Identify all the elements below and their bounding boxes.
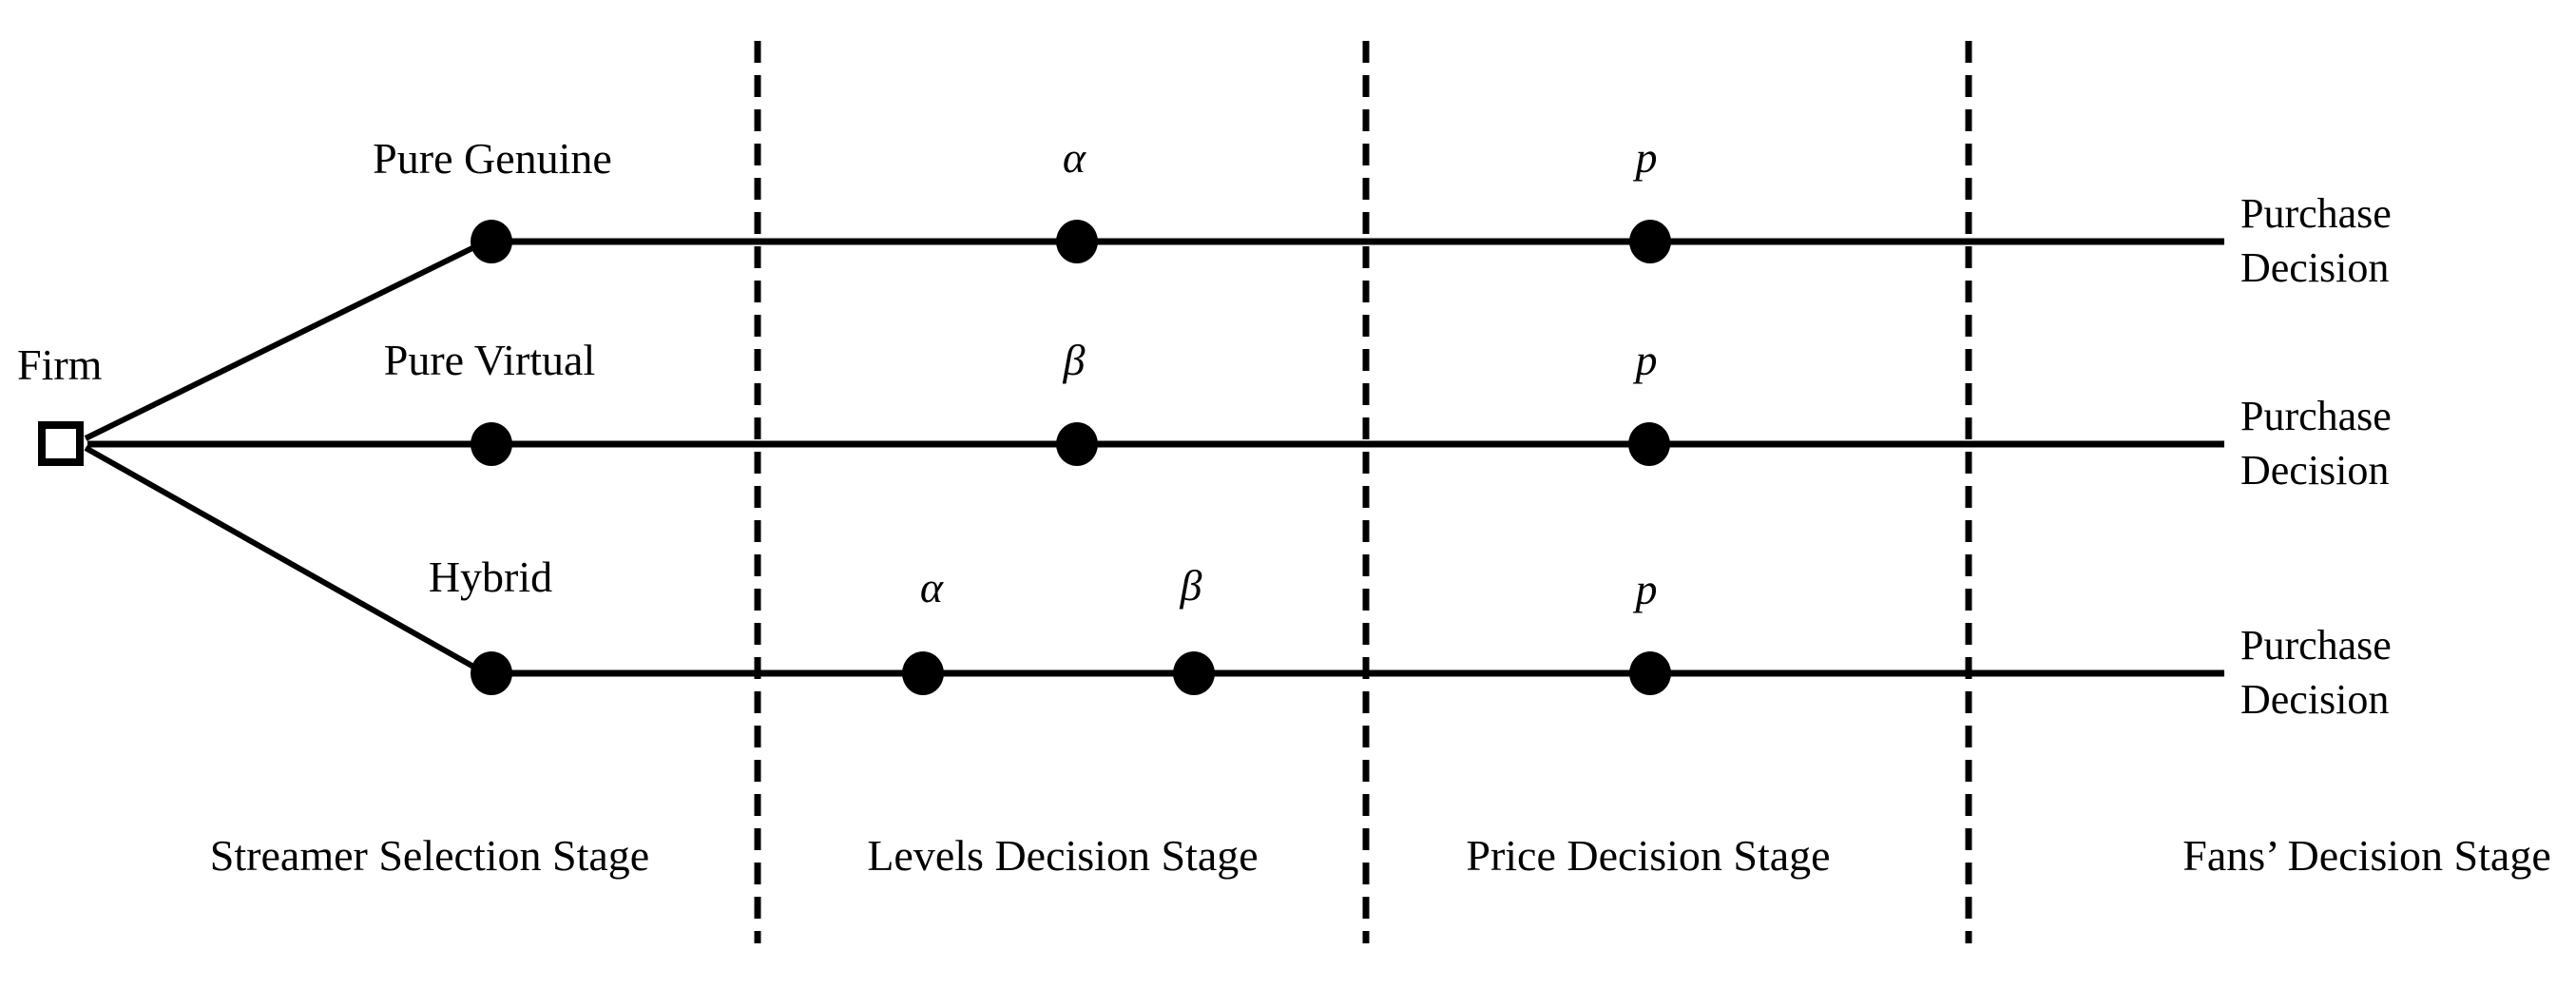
price-label-hybrid: p bbox=[1633, 565, 1658, 613]
edge-firm-to-pure-genuine bbox=[84, 241, 484, 441]
price-label-pure-virtual: p bbox=[1633, 336, 1658, 384]
branch-label-pure-genuine: Pure Genuine bbox=[373, 134, 612, 183]
level-node-pure-genuine-alpha bbox=[1056, 220, 1098, 263]
edge-firm-to-hybrid bbox=[84, 445, 484, 674]
firm-label: Firm bbox=[17, 340, 103, 389]
outcome-pure-virtual-line2: Decision bbox=[2240, 447, 2389, 494]
price-label-pure-genuine: p bbox=[1633, 133, 1658, 182]
level-label-pure-virtual-beta: β bbox=[1063, 336, 1086, 384]
stage-caption-levels-decision: Levels Decision Stage bbox=[867, 831, 1258, 880]
selection-node-pure-genuine bbox=[471, 220, 512, 263]
selection-node-hybrid bbox=[471, 651, 512, 695]
outcome-pure-genuine-line1: Purchase bbox=[2240, 190, 2392, 237]
stage-caption-streamer-selection: Streamer Selection Stage bbox=[210, 831, 649, 880]
branch-label-hybrid: Hybrid bbox=[429, 553, 552, 601]
outcome-pure-virtual-line1: Purchase bbox=[2240, 393, 2392, 439]
level-label-hybrid-alpha: α bbox=[920, 563, 944, 611]
level-node-hybrid-beta bbox=[1173, 651, 1215, 695]
stage-caption-price-decision: Price Decision Stage bbox=[1466, 831, 1830, 880]
selection-node-pure-virtual bbox=[471, 422, 512, 466]
firm-root-node bbox=[38, 421, 84, 466]
level-label-pure-genuine-alpha: α bbox=[1063, 133, 1086, 182]
branch-label-pure-virtual: Pure Virtual bbox=[384, 336, 596, 384]
outcome-hybrid-line2: Decision bbox=[2240, 676, 2389, 723]
outcome-pure-genuine-line2: Decision bbox=[2240, 244, 2389, 291]
price-node-pure-genuine bbox=[1629, 220, 1671, 263]
price-node-pure-virtual bbox=[1628, 422, 1670, 466]
stage-caption-fans-decision: Fans’ Decision Stage bbox=[2182, 831, 2551, 880]
price-node-hybrid bbox=[1629, 651, 1671, 695]
outcome-hybrid-line1: Purchase bbox=[2240, 622, 2392, 669]
level-node-pure-virtual-beta bbox=[1056, 422, 1098, 466]
level-label-hybrid-beta: β bbox=[1180, 561, 1202, 610]
level-node-hybrid-alpha bbox=[902, 651, 944, 695]
